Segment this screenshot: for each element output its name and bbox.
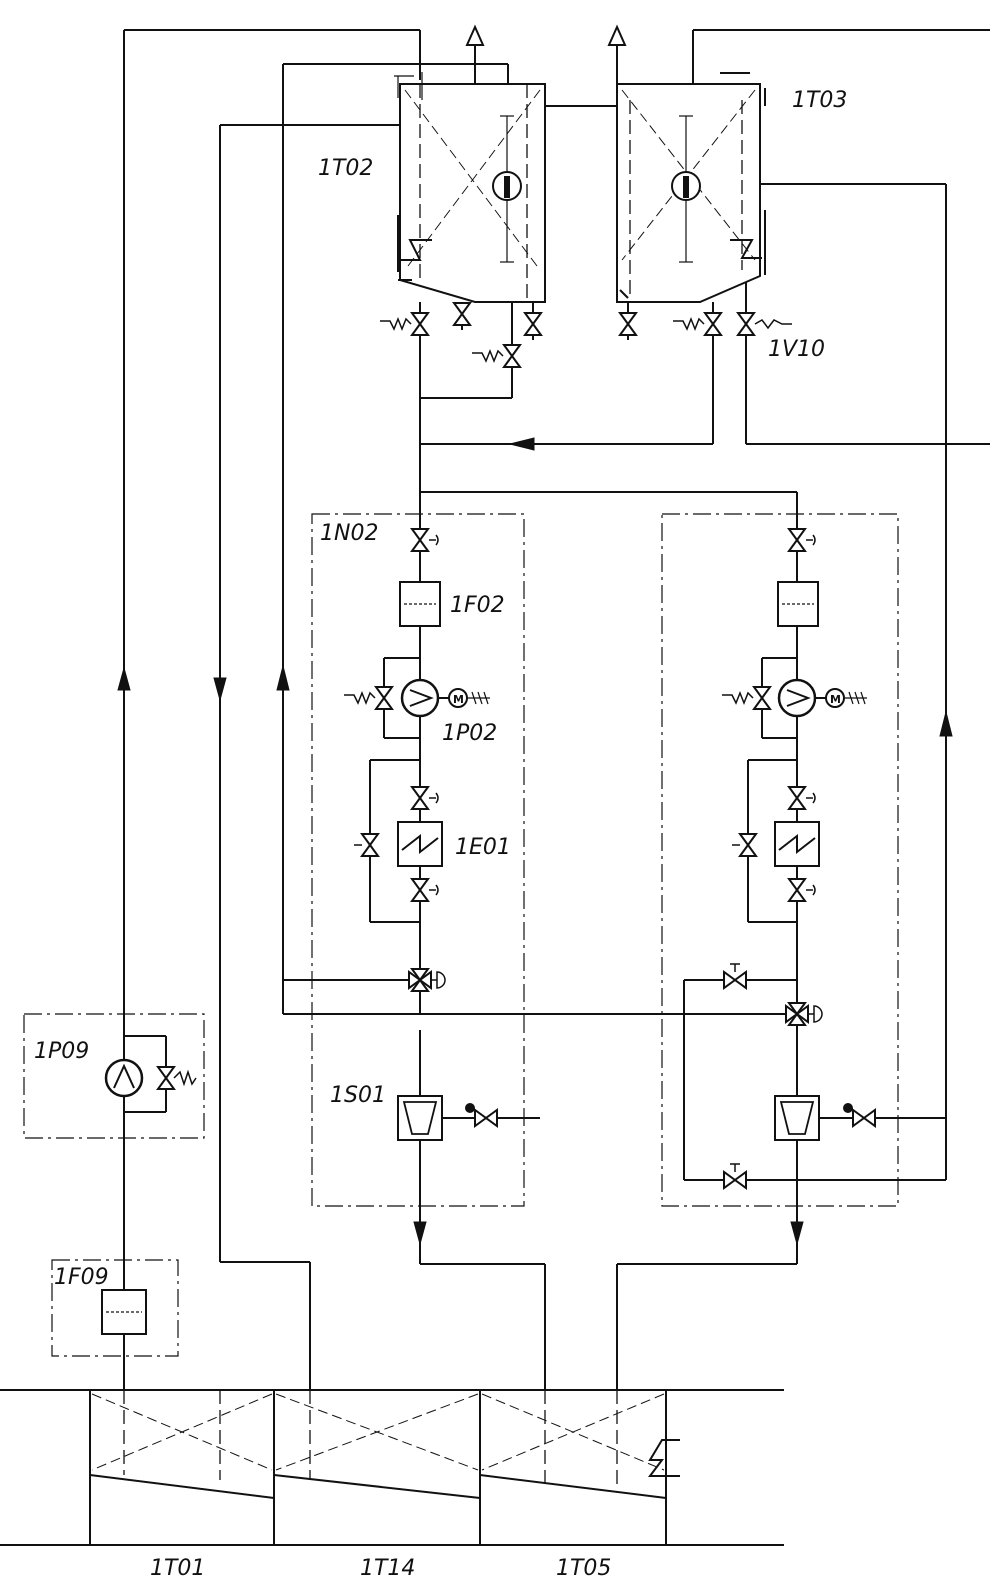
label-1f09: 1F09: [54, 1265, 109, 1290]
label-1t05: 1T05: [556, 1556, 611, 1580]
unit-right-boundary: [661, 513, 899, 1207]
label-1t14: 1T14: [360, 1556, 415, 1580]
vent-1t03: [607, 24, 627, 84]
tank-1t03: [616, 29, 990, 444]
return-line-1t02: [213, 124, 400, 1390]
svg-text:M: M: [830, 693, 841, 706]
unit-1f09-boundary: [51, 1259, 179, 1357]
unit-right-equipment: M: [683, 444, 953, 1246]
unit-1p09-boundary: [23, 1013, 205, 1139]
bottom-tank-row: [0, 1389, 784, 1546]
label-1n02: 1N02: [320, 521, 378, 546]
unit-1n02-equipment: M: [343, 528, 540, 1246]
label-1t01: 1T01: [150, 1556, 205, 1580]
label-1e01: 1E01: [455, 835, 511, 860]
tank-1t02: [394, 72, 617, 303]
label-1v10: 1V10: [768, 337, 825, 362]
svg-text:M: M: [453, 693, 464, 706]
label-1t03: 1T03: [792, 88, 847, 113]
recirc-line: [276, 63, 787, 1015]
label-1f02: 1F02: [450, 593, 505, 618]
tank-outlet-valves: [379, 282, 990, 451]
pump-1p09: [104, 1035, 197, 1113]
feed-line-left: [117, 29, 421, 1390]
unit-1n02-boundary: [311, 513, 525, 1207]
label-1s01: 1S01: [330, 1083, 386, 1108]
vent-1t02: [465, 24, 485, 84]
main-header: [419, 398, 797, 1014]
label-1t02: 1T02: [318, 156, 373, 181]
label-1p09: 1P09: [34, 1039, 89, 1064]
label-1p02: 1P02: [442, 721, 497, 746]
outlet-lines: [419, 1244, 798, 1390]
